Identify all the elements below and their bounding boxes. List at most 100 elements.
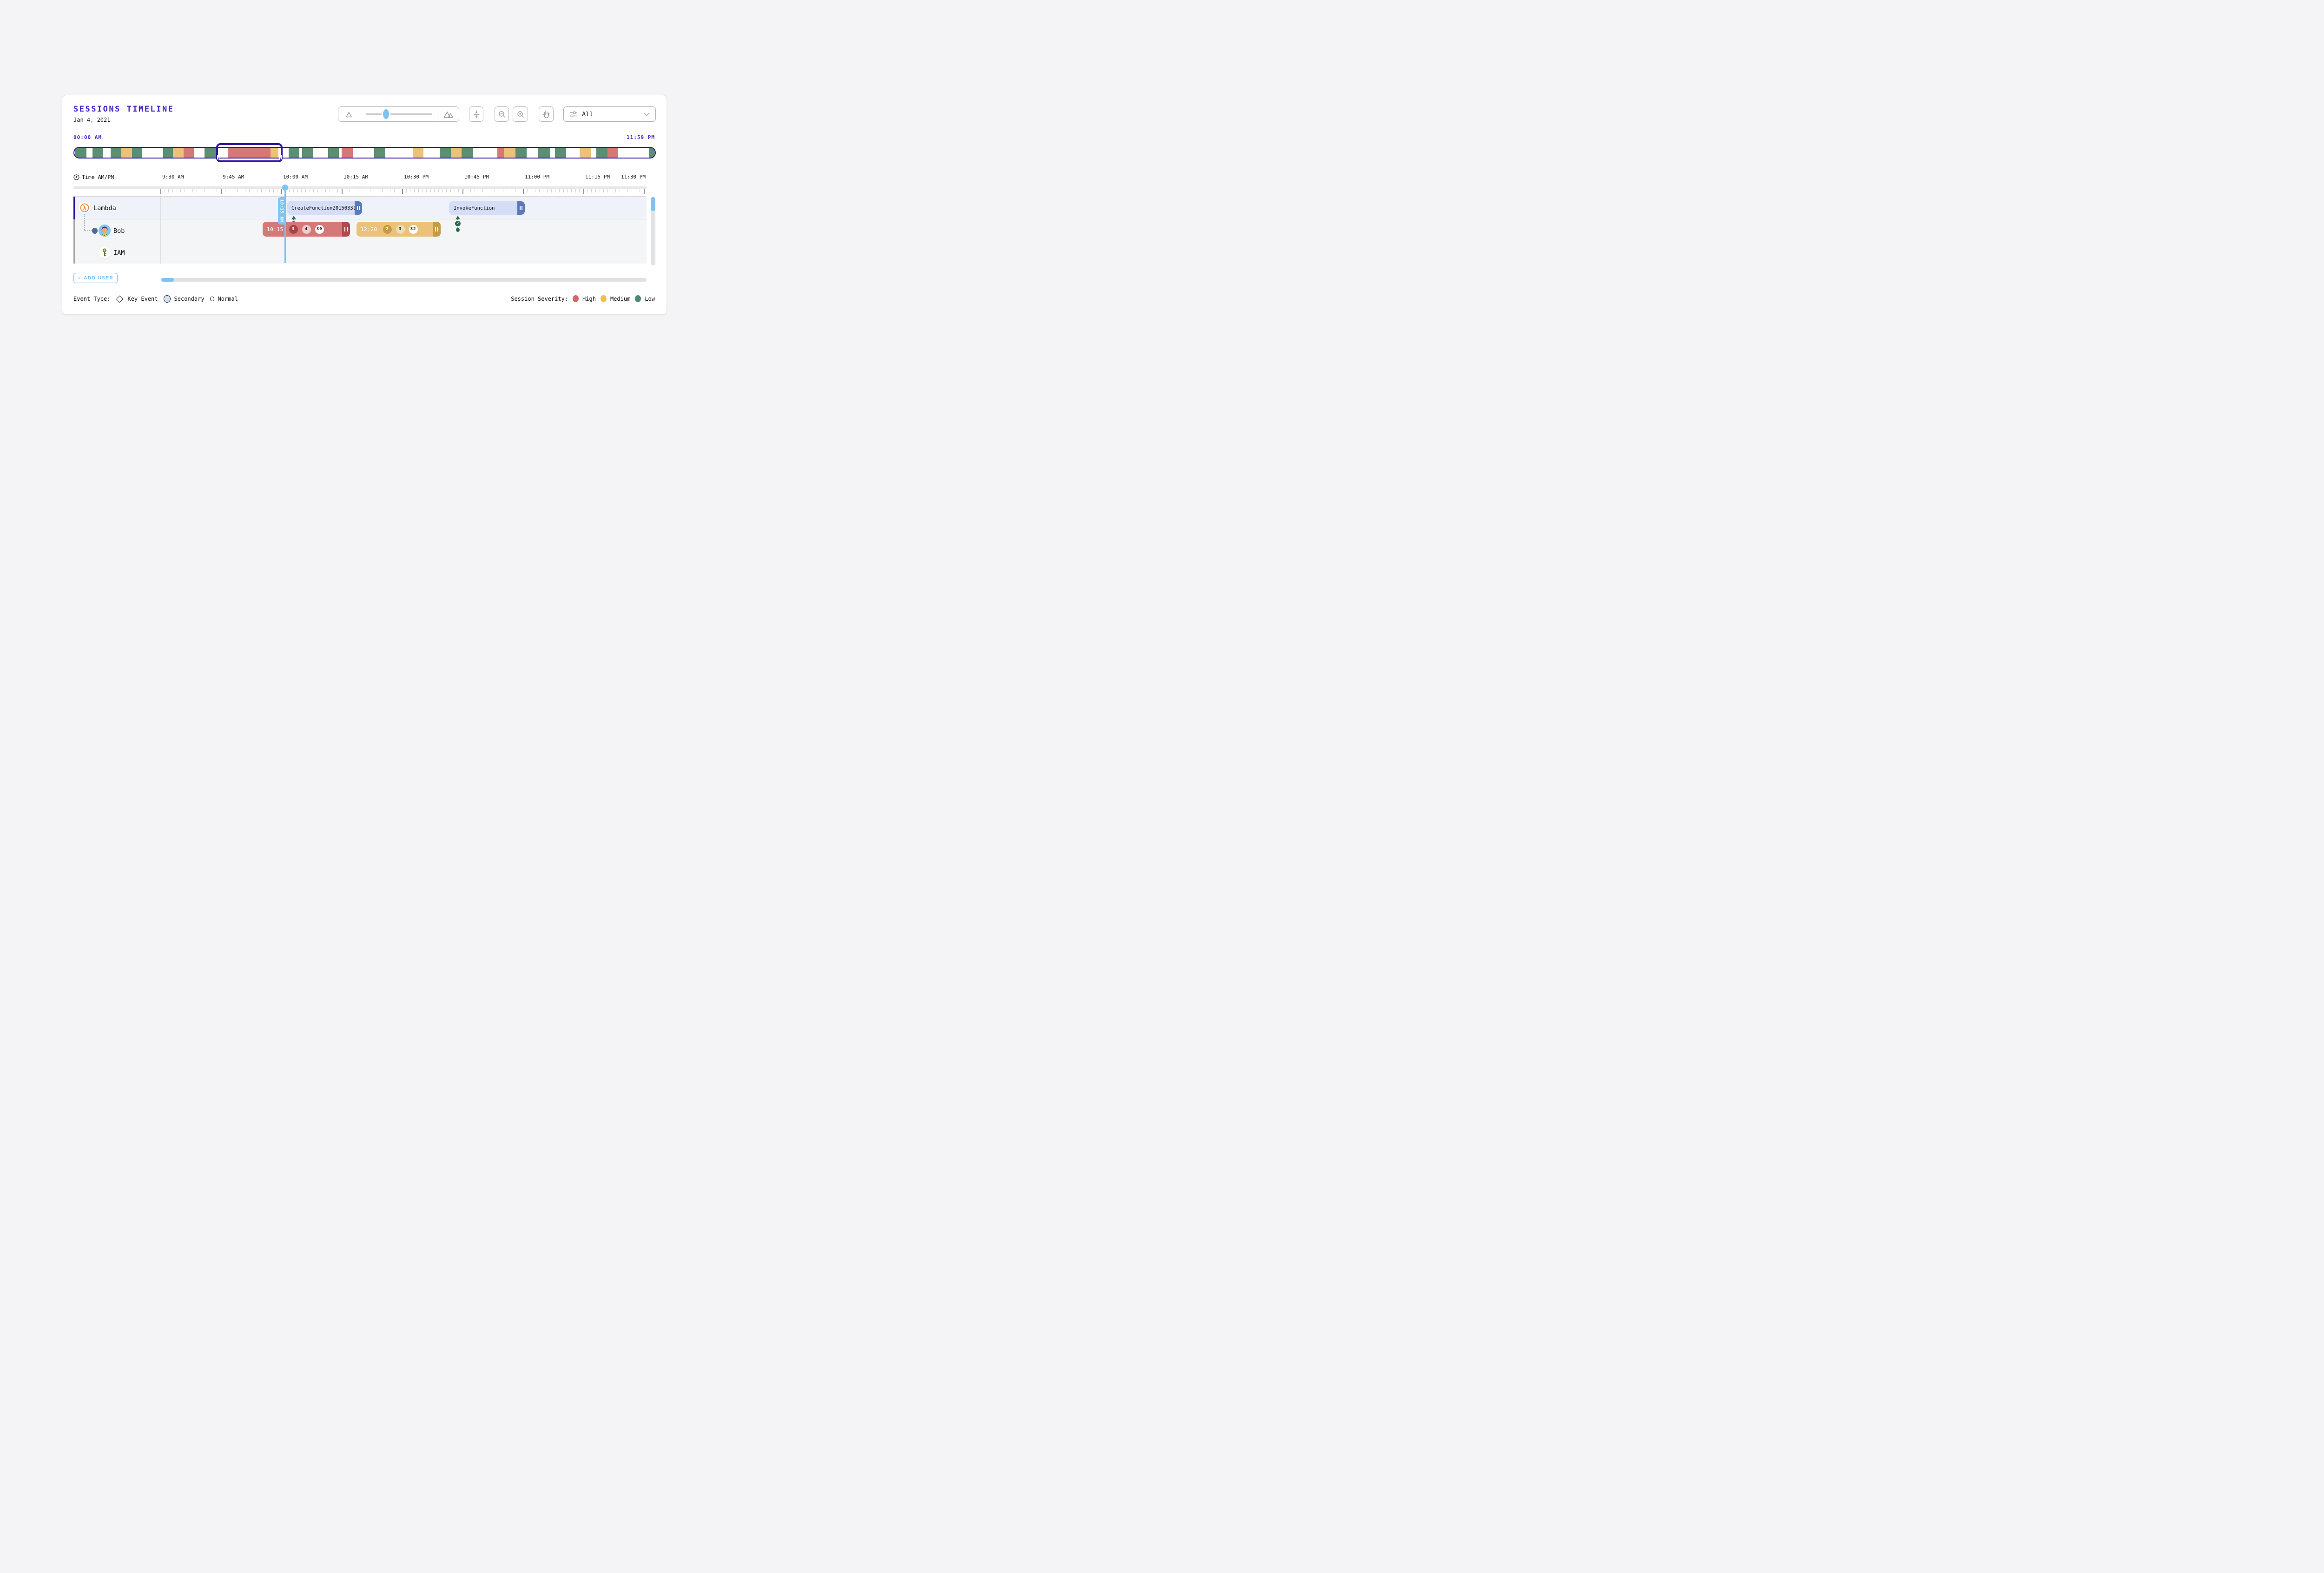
zoom-out-button[interactable] [495,106,509,122]
horizontal-scrollbar-thumb[interactable] [161,278,174,282]
selection-left-grip-icon[interactable] [217,155,220,159]
row-label-bob: Bob [113,227,125,235]
axis-major-tick [462,189,463,194]
axis-minor-tick [313,189,314,192]
overview-segment-low [163,148,173,158]
horizontal-scrollbar[interactable] [161,278,647,282]
severity-item-label: High [582,295,596,302]
filter-value: All [582,110,594,118]
selection-right-grip-icon[interactable] [279,155,283,159]
axis-tick-label: 10:00 AM [283,174,308,180]
legend-item-label: Secondary [174,296,205,302]
event-chip-InvokeFunction[interactable]: InvokeFunction [449,201,525,215]
filter-dropdown[interactable]: All [563,106,656,122]
axis-minor-tick [337,189,338,192]
axis-minor-tick [418,189,419,192]
overview-segment-low [205,148,217,158]
axis-minor-tick [470,189,471,192]
severity-item-label: Medium [610,295,631,302]
severity-legend-item-high: High [573,295,596,302]
axis-minor-tick [301,189,302,192]
time-cursor-thumb[interactable] [282,185,288,191]
severity-dot-icon [600,295,607,302]
overview-segment-medium [451,148,462,158]
lambda-icon: λ [79,202,91,214]
zoom-slider-track[interactable] [365,113,433,115]
mountain-large-icon [443,110,454,119]
session-drag-handle-icon[interactable] [342,222,350,237]
zoom-in-button[interactable] [513,106,528,122]
overview-segment-low [132,148,142,158]
overview-segment-low [515,148,527,158]
row-label-iam: IAM [113,249,125,257]
axis-major-tick [644,189,645,194]
overview-segment-low [289,148,299,158]
pan-button[interactable] [539,106,554,122]
legend-item-label: Key Event [127,296,158,302]
date-label: Jan 4, 2021 [73,117,111,123]
axis-minor-tick [325,189,326,192]
vertical-scrollbar-thumb[interactable] [651,197,655,211]
axis-minor-tick [591,189,592,192]
marker-check-icon: ✓ [455,220,461,227]
circle-normal-icon [210,297,214,301]
axis-major-tick [342,189,343,194]
circle-secondary-icon [163,295,171,303]
overview-timeline-bar[interactable] [73,147,656,159]
overview-segment-high [342,148,353,158]
fit-to-view-button[interactable] [469,106,483,122]
zoom-max-button[interactable] [438,107,459,121]
severity-item-label: Low [645,295,655,302]
marker-arrow-up-icon [291,216,296,219]
axis-major-tick [583,189,584,194]
event-chip-label: InvokeFunction [454,205,495,211]
axis-minor-tick [607,189,608,192]
event-chip-drag-handle-icon[interactable] [355,201,362,215]
overview-selection-window[interactable] [216,143,283,162]
axis-major-tick [160,189,161,194]
overview-segment-low [538,148,550,158]
legend-item-circle-secondary: Secondary [163,295,205,303]
overview-segment-high [607,148,618,158]
add-user-button[interactable]: + ADD USER [73,273,118,283]
severity-legend-item-medium: Medium [600,295,631,302]
overview-segment-low [555,148,566,158]
session-badge-light: 3 [396,225,405,234]
axis-minor-tick [547,189,548,192]
time-cursor-label[interactable]: 10:15 AM [278,197,285,225]
lambda-row-accent-bar [73,197,75,219]
hand-icon [542,110,550,119]
session-badge-dark: 3 [289,225,298,234]
zoom-min-button[interactable] [338,107,360,121]
overview-segment-high [228,148,271,158]
event-chip-drag-handle-icon[interactable] [517,201,525,215]
plus-icon: + [77,275,82,281]
zoom-slider-thumb[interactable] [383,109,389,119]
session-badge-dark: 2 [383,225,392,234]
clock-icon [73,174,79,180]
marker-arrow-up-icon [456,216,460,219]
session-drag-handle-icon[interactable] [433,222,441,237]
overview-segment-low [374,148,385,158]
axis-minor-tick [180,189,181,192]
axis-minor-tick [237,189,238,192]
axis-minor-tick [458,189,459,192]
axis-minor-tick [434,189,435,192]
axis-minor-tick [571,189,572,192]
axis-minor-tick [430,189,431,192]
axis-title: Time AM/PM [73,174,114,180]
vertical-scrollbar[interactable] [651,197,655,265]
avatar [99,225,111,237]
overview-segment-low [649,148,655,158]
event-chip-CreateFunction20150331[interactable]: CreateFunction20150331 [287,201,362,215]
sessions-timeline-card: SESSIONS TIMELINE Jan 4, 2021 [62,95,667,315]
axis-tick-label: 11:15 PM [585,174,610,180]
axis-major-tick [221,189,222,194]
zoom-slider[interactable] [360,107,438,121]
axis-minor-tick [615,189,616,192]
marker-dot-icon [456,228,460,232]
magnifier-plus-icon [517,111,524,118]
